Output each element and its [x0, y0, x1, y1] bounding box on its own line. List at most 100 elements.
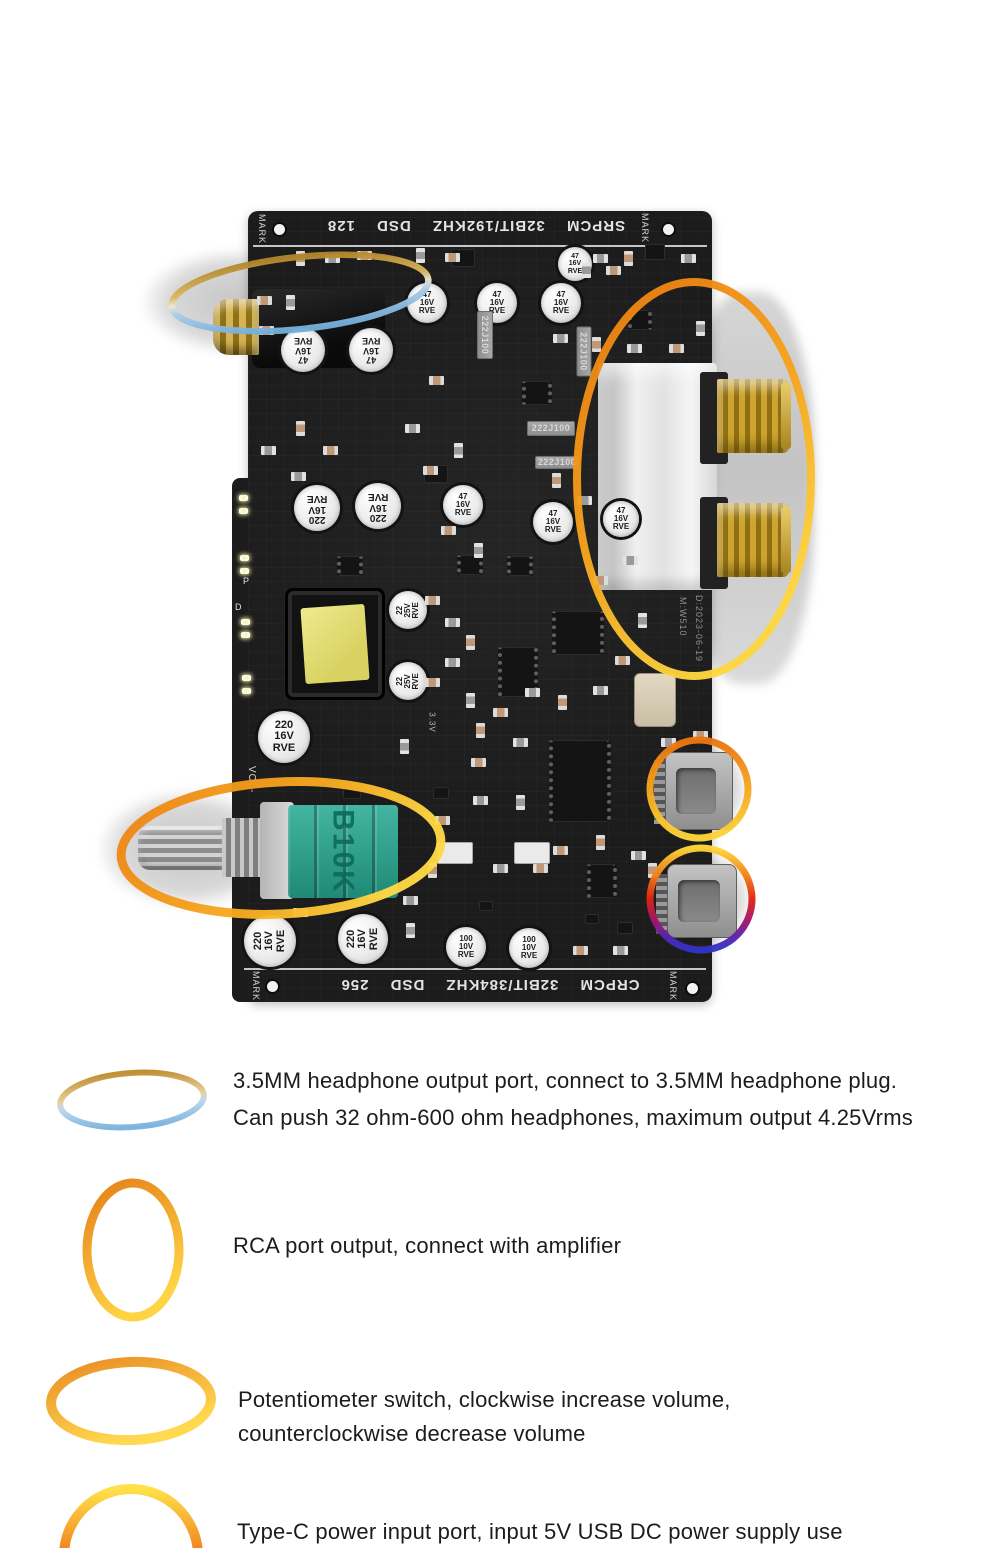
smd-component [471, 758, 486, 767]
smd-component [405, 424, 420, 433]
film-capacitor: 222J100 [527, 420, 575, 436]
smd-component [466, 635, 475, 650]
smd-component [325, 254, 340, 263]
smd-component [259, 326, 274, 335]
smd-component [577, 496, 592, 505]
legend-pot-line2: counterclockwise decrease volume [238, 1421, 586, 1446]
smd-component [631, 851, 646, 860]
smd-component [693, 731, 708, 740]
smd-component [606, 266, 621, 275]
smd-component [435, 816, 450, 825]
solder-pad [437, 842, 473, 864]
smd-component [615, 656, 630, 665]
smd-component [681, 254, 696, 263]
smd-component [291, 472, 306, 481]
silkscreen-line-top [253, 245, 707, 247]
ic-chip [617, 922, 633, 934]
smd-component [425, 678, 440, 687]
smd-component [466, 693, 475, 708]
ic-chip [433, 787, 449, 799]
smd-component [261, 446, 276, 455]
smd-component [624, 251, 633, 266]
ic-chip [457, 555, 483, 575]
smd-component [476, 723, 485, 738]
led [241, 619, 250, 625]
smd-component [473, 796, 488, 805]
film-capacitor: 222J100 [477, 311, 493, 359]
ic-chip [585, 914, 599, 924]
smd-component [696, 321, 705, 336]
smd-component [445, 618, 460, 627]
smd-component [638, 613, 647, 628]
legend-pot-line1: Potentiometer switch, clockwise increase… [238, 1387, 731, 1412]
smd-component [445, 253, 460, 262]
led [242, 688, 251, 694]
crystal-oscillator [634, 673, 676, 727]
mounting-hole [267, 981, 278, 992]
smd-component [516, 795, 525, 810]
led [240, 555, 249, 561]
smd-component [493, 864, 508, 873]
smd-component [429, 376, 444, 385]
smd-component [573, 946, 588, 955]
solder-pad [514, 842, 550, 864]
silk-label-d: D [235, 602, 243, 612]
smd-component [493, 708, 508, 717]
smd-component [441, 526, 456, 535]
led [241, 632, 250, 638]
legend-usb-line1: Type-C power input port, input 5V USB DC… [237, 1519, 843, 1544]
smd-component [400, 739, 409, 754]
smd-component [623, 556, 638, 565]
smd-component [648, 863, 657, 878]
smd-component [525, 688, 540, 697]
smd-component [593, 254, 608, 263]
smd-component [425, 596, 440, 605]
smd-component [454, 443, 463, 458]
film-capacitor: 222J100 [535, 455, 579, 469]
smd-component [474, 543, 483, 558]
smd-component [593, 576, 608, 585]
silk-label-p: P [243, 576, 251, 586]
smd-component [445, 658, 460, 667]
smd-component [613, 946, 628, 955]
led [239, 508, 248, 514]
led [240, 568, 249, 574]
mark-label: MARK [251, 971, 261, 1002]
smd-component [661, 738, 676, 747]
led [242, 675, 251, 681]
ic-chip [479, 901, 493, 911]
led [239, 495, 248, 501]
smd-component [582, 263, 591, 278]
ic-chip [628, 310, 652, 330]
smd-component [669, 344, 684, 353]
smd-component [257, 296, 272, 305]
smd-component [423, 466, 438, 475]
legend-headphone-line1: 3.5MM headphone output port, connect to … [233, 1068, 898, 1093]
smd-component [533, 864, 548, 873]
ic-chip [522, 381, 552, 405]
smd-component [552, 473, 561, 488]
mark-label: MARK [257, 214, 267, 245]
mark-label: MARK [640, 213, 650, 244]
legend-headphone-line2: Can push 32 ohm-600 ohm headphones, maxi… [233, 1105, 913, 1130]
smd-component [592, 337, 601, 352]
legend-rca-line1: RCA port output, connect with amplifier [233, 1233, 622, 1258]
mounting-hole [274, 224, 285, 235]
ic-chip [552, 611, 604, 655]
smd-component [513, 738, 528, 747]
ic-chip [507, 556, 533, 576]
ic-chip [587, 864, 617, 898]
